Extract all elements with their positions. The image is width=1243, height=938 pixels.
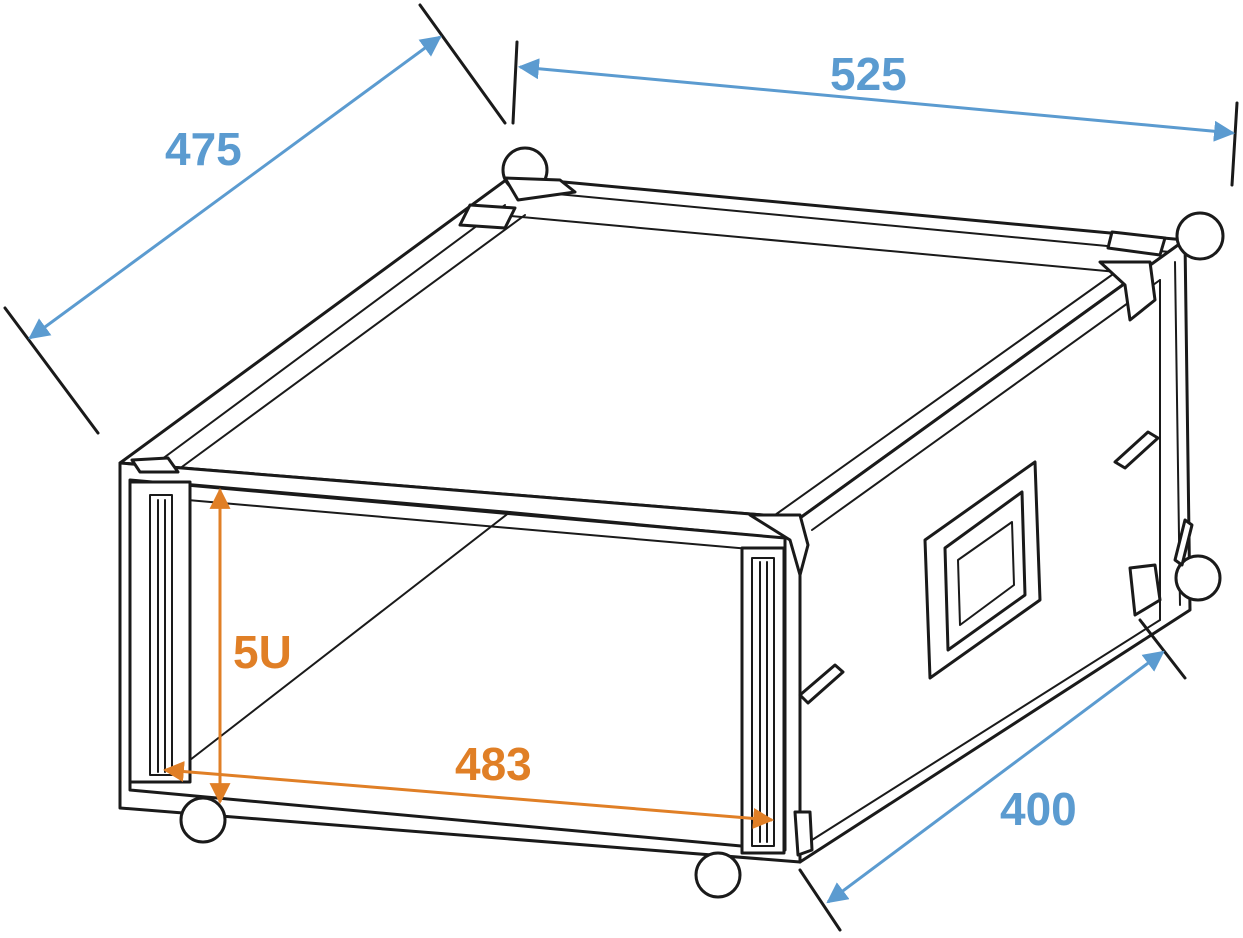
top-rail-left-inner <box>174 214 526 473</box>
right-rack-rail <box>740 546 786 855</box>
corner-bracket-right-upper <box>1098 260 1157 322</box>
dimension-rack-height: 5U <box>209 487 292 805</box>
interior-rear-top <box>164 481 786 539</box>
latch-side-right <box>1173 518 1194 567</box>
dimension-rack-width: 483 <box>162 738 775 829</box>
left-rack-rail <box>128 480 192 784</box>
rack-width-label: 483 <box>455 738 532 790</box>
top-rail-back-inner <box>499 214 1151 276</box>
corner-bracket-front-top-left <box>130 456 180 474</box>
corner-bracket-front-bottom-right <box>793 810 814 857</box>
latch-side-upper <box>1113 430 1160 470</box>
corner-bracket-top-left <box>503 176 577 202</box>
rack-height-label: 5U <box>233 626 292 678</box>
dimension-width: 525 <box>511 40 1239 187</box>
corner-bracket-top-right <box>1106 230 1167 257</box>
depth-label: 475 <box>165 123 242 175</box>
top-rail-back <box>514 189 1171 253</box>
dimension-height-external: 400 <box>798 618 1187 932</box>
dimension-depth: 475 <box>3 3 507 435</box>
side-rail-top <box>811 279 1161 531</box>
height-external-label: 400 <box>1000 783 1077 835</box>
front-frame-inner-top <box>129 494 786 553</box>
corner-bracket-top-mid <box>458 203 517 230</box>
ball-corner-front-right-bottom <box>694 851 742 899</box>
width-label: 525 <box>830 48 907 100</box>
ball-corner-back-right <box>1175 211 1225 261</box>
corner-bracket-side-bottom <box>1128 563 1162 617</box>
corner-bracket-front-top-right <box>748 513 810 577</box>
ball-corner-front-left-bottom <box>179 796 227 844</box>
interior-diagonal <box>189 511 511 761</box>
ball-corner-back-right-bottom <box>1174 554 1222 602</box>
top-rail-right-inner <box>774 261 1131 516</box>
side-handle <box>923 460 1042 680</box>
